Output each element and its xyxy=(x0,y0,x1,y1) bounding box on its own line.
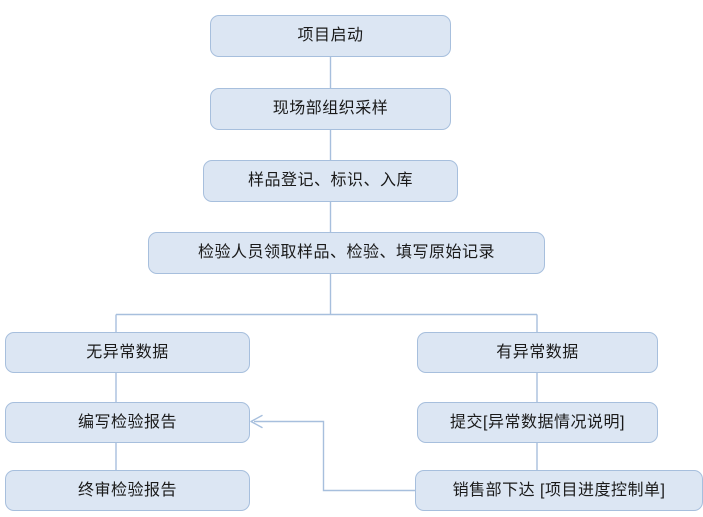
node-label: 无异常数据 xyxy=(86,343,169,361)
node-label: 编写检验报告 xyxy=(77,413,177,431)
arrowhead-icon xyxy=(250,414,263,429)
node-final-report[interactable]: 终审检验报告 xyxy=(5,470,250,511)
node-label: 现场部组织采样 xyxy=(272,100,389,118)
node-has-anomaly[interactable]: 有异常数据 xyxy=(417,332,658,373)
node-label: 提交[异常数据情况说明] xyxy=(450,413,625,431)
node-write-report[interactable]: 编写检验报告 xyxy=(5,402,250,443)
node-label: 终审检验报告 xyxy=(77,481,177,499)
node-label: 销售部下达 [项目进度控制单] xyxy=(452,481,666,499)
edge-sales-order-to-write-report xyxy=(254,420,415,492)
node-inspection[interactable]: 检验人员领取样品、检验、填写原始记录 xyxy=(148,232,545,274)
node-label: 项目启动 xyxy=(297,27,364,45)
node-no-anomaly[interactable]: 无异常数据 xyxy=(5,332,250,373)
node-submit-note[interactable]: 提交[异常数据情况说明] xyxy=(417,402,658,443)
node-label: 有异常数据 xyxy=(496,343,579,361)
node-registration[interactable]: 样品登记、标识、入库 xyxy=(203,160,458,202)
node-sales-order[interactable]: 销售部下达 [项目进度控制单] xyxy=(415,470,703,511)
node-label: 检验人员领取样品、检验、填写原始记录 xyxy=(197,244,495,262)
node-start[interactable]: 项目启动 xyxy=(210,15,451,57)
node-label: 样品登记、标识、入库 xyxy=(247,172,413,190)
node-sampling[interactable]: 现场部组织采样 xyxy=(210,88,451,130)
